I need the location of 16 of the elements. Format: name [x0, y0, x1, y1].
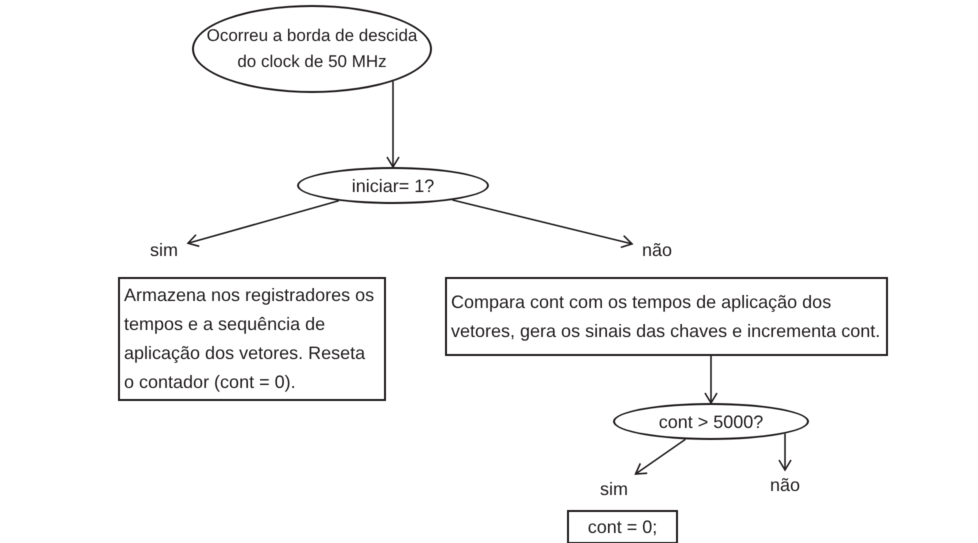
branch-label: não — [760, 470, 810, 500]
process-box: Armazena nos registradores os tempos e a sequência de aplicação dos vetores. Reseta o contador (cont = 0). — [118, 277, 386, 401]
arrow — [634, 438, 686, 475]
decision-ellipse: cont > 5000? — [613, 403, 809, 440]
event-ellipse: Ocorreu a borda de descida do clock de 50 MHz — [192, 5, 432, 93]
decision-ellipse: iniciar= 1? — [297, 167, 489, 204]
process-box: cont = 0; — [567, 510, 678, 543]
branch-label: sim — [140, 235, 188, 265]
branch-label: sim — [590, 474, 638, 504]
arrow — [386, 81, 400, 168]
branch-label: não — [632, 235, 682, 265]
process-box: Compara cont com os tempos de aplicação dos vetores, gera os sinais das chaves e incrementa cont. — [445, 277, 888, 356]
arrow — [187, 200, 339, 248]
arrow — [778, 434, 792, 471]
arrow — [452, 199, 633, 248]
arrow — [704, 356, 718, 404]
